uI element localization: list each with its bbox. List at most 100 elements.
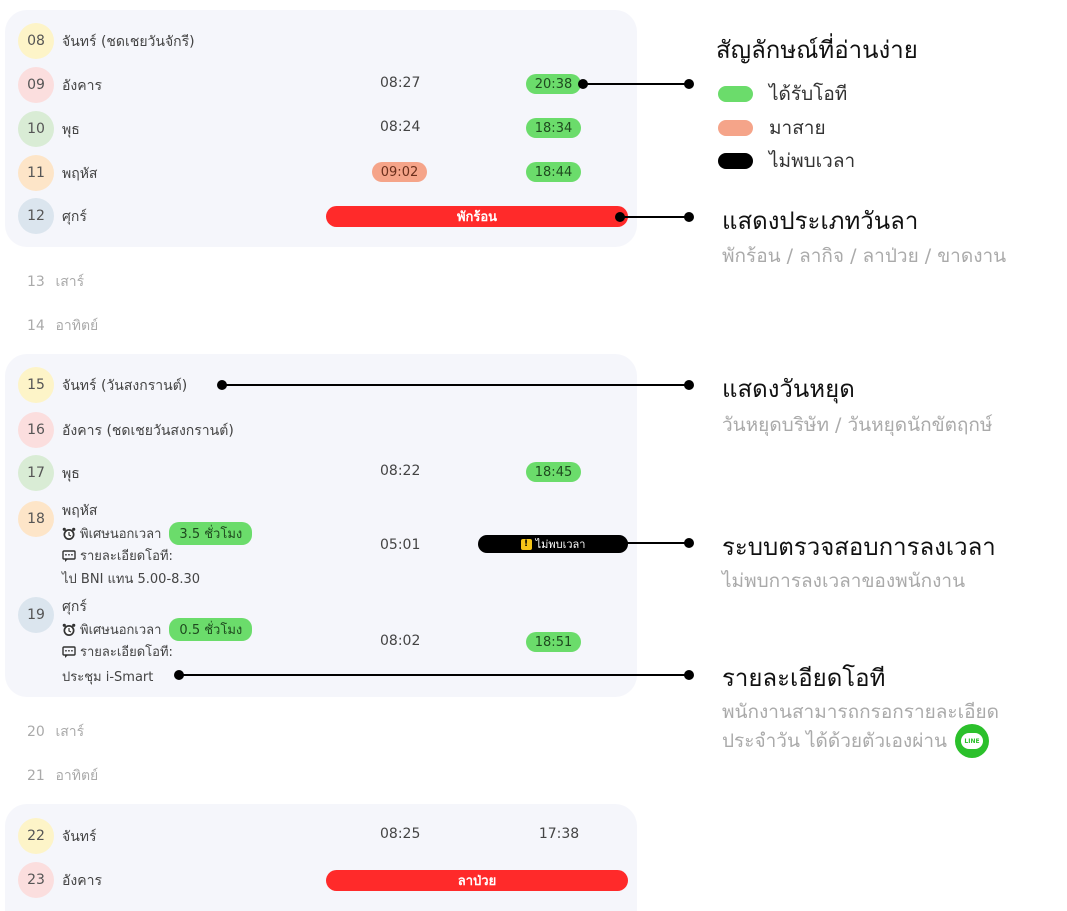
line-app-icon[interactable]: LINE: [955, 724, 989, 758]
day-row-15[interactable]: 15 จันทร์ (วันสงกรานต์): [5, 365, 637, 405]
legend-label: ได้รับโอที: [769, 83, 848, 105]
day-name: พฤหัส: [62, 503, 98, 519]
day-number: 12: [18, 198, 54, 234]
ot-line: พิเศษนอกเวลา 0.5 ชั่วโมง: [62, 618, 253, 641]
time-out-ot-badge: 18:34: [526, 118, 581, 138]
week-card-2: 15 จันทร์ (วันสงกรานต์) 16 อังคาร (ชดเชย…: [5, 354, 637, 697]
annotation-ot-title: รายละเอียดโอที: [722, 664, 886, 692]
time-in: 05:01: [380, 537, 421, 553]
day-name: ศุกร์: [62, 209, 87, 225]
chat-bubble-icon: [62, 645, 76, 659]
legend-label: มาสาย: [769, 117, 826, 139]
day-row-16[interactable]: 16 อังคาร (ชดเชยวันสงกรานต์): [5, 410, 637, 450]
week-card-3: 22 จันทร์ 08:25 17:38 23 อังคาร ลาป่วย: [5, 804, 637, 911]
day-name: เสาร์: [55, 724, 85, 740]
annotation-holiday-title: แสดงวันหยุด: [722, 375, 855, 403]
time-in: 08:02: [380, 633, 421, 649]
annotation-holiday-desc: วันหยุดบริษัท / วันหยุดนักขัตฤกษ์: [722, 414, 993, 436]
day-row-10[interactable]: 10 พุธ 08:24 18:34: [5, 109, 637, 149]
annotation-leave-desc: พักร้อน / ลากิจ / ลาป่วย / ขาดงาน: [722, 245, 1007, 267]
day-number: 08: [18, 23, 54, 59]
time-out-ot-badge: 20:38: [526, 74, 581, 94]
day-row-18[interactable]: 18 พฤหัส พิเศษนอกเวลา 3.5 ชั่วโมง รายละเ…: [5, 500, 637, 590]
day-name: อังคาร (ชดเชยวันสงกรานต์): [62, 423, 234, 439]
time-out: 17:38: [538, 826, 580, 842]
day-row-09[interactable]: 09 อังคาร 08:27 20:38: [5, 65, 637, 105]
legend-swatch-green: [718, 86, 753, 102]
legend-swatch-orange: [718, 120, 753, 136]
day-number: 11: [18, 155, 54, 191]
day-name: พุธ: [62, 466, 80, 482]
ot-hours-badge: 3.5 ชั่วโมง: [169, 522, 253, 545]
warning-icon: !: [520, 538, 532, 550]
day-number: 09: [18, 67, 54, 103]
not-found-bar: ! ไม่พบเวลา: [478, 535, 628, 553]
day-number: 20: [27, 724, 45, 740]
day-number: 15: [18, 367, 54, 403]
not-found-label: ไม่พบเวลา: [535, 538, 586, 551]
legend-item-ot: ได้รับโอที: [718, 79, 847, 109]
alarm-clock-icon: [62, 623, 76, 637]
day-row-11[interactable]: 11 พฤหัส 09:02 18:44: [5, 153, 637, 193]
time-out-ot-badge: 18:45: [526, 462, 581, 482]
day-number: 23: [18, 862, 54, 898]
time-in: 08:24: [380, 119, 421, 135]
ot-detail-line: รายละเอียดโอที:: [62, 641, 173, 662]
time-in-late-badge: 09:02: [372, 162, 427, 182]
line-logo-text: LINE: [961, 733, 983, 749]
ot-detail-label: รายละเอียดโอที:: [80, 645, 173, 660]
ot-label: พิเศษนอกเวลา: [80, 527, 162, 542]
day-number: 10: [18, 111, 54, 147]
day-row-22[interactable]: 22 จันทร์ 08:25 17:38: [5, 816, 637, 856]
day-number: 17: [18, 455, 54, 491]
time-out-ot-badge: 18:44: [526, 162, 581, 182]
time-out-ot-badge: 18:51: [526, 632, 581, 652]
day-number: 21: [27, 768, 45, 784]
legend-title: สัญลักษณ์ที่อ่านง่าย: [716, 36, 918, 64]
day-row-23[interactable]: 23 อังคาร ลาป่วย: [5, 860, 637, 900]
day-row-12[interactable]: 12 ศุกร์ พักร้อน: [5, 196, 637, 236]
ot-line: พิเศษนอกเวลา 3.5 ชั่วโมง: [62, 522, 253, 545]
day-number: 14: [27, 318, 45, 334]
day-name: พุธ: [62, 122, 80, 138]
legend-label: ไม่พบเวลา: [769, 150, 856, 172]
day-row-19[interactable]: 19 ศุกร์ พิเศษนอกเวลา 0.5 ชั่วโมง รายละเ…: [5, 596, 637, 686]
weekend-row-21: 21 อาทิตย์: [27, 765, 98, 787]
week-card-1: 08 จันทร์ (ชดเชยวันจักรี) 09 อังคาร 08:2…: [5, 10, 637, 247]
annotation-ot-desc-1: พนักงานสามารถกรอกรายละเอียด: [722, 701, 999, 723]
ot-hours-badge: 0.5 ชั่วโมง: [169, 618, 253, 641]
day-name: อังคาร: [62, 78, 102, 94]
time-in: 08:25: [380, 826, 421, 842]
day-name: อาทิตย์: [55, 318, 99, 334]
ot-detail-text: ประชุม i-Smart: [62, 670, 154, 685]
annotation-ot-desc-2: ประจำวัน ได้ด้วยตัวเองผ่าน LINE: [722, 724, 989, 758]
day-name: อาทิตย์: [55, 768, 99, 784]
leave-type-bar: ลาป่วย: [326, 870, 628, 891]
day-name: จันทร์: [62, 829, 97, 845]
day-row-08[interactable]: 08 จันทร์ (ชดเชยวันจักรี): [5, 21, 637, 61]
day-number: 18: [18, 501, 54, 537]
day-name: พฤหัส: [62, 166, 98, 182]
annotation-check-title: ระบบตรวจสอบการลงเวลา: [722, 533, 996, 561]
day-name: ศุกร์: [62, 599, 87, 615]
time-in: 08:22: [380, 463, 421, 479]
day-number: 19: [18, 597, 54, 633]
day-row-17[interactable]: 17 พุธ 08:22 18:45: [5, 453, 637, 493]
day-number: 22: [18, 818, 54, 854]
legend-item-late: มาสาย: [718, 113, 826, 143]
time-in: 08:27: [380, 75, 421, 91]
ot-detail-label: รายละเอียดโอที:: [80, 549, 173, 564]
day-number: 13: [27, 274, 45, 290]
day-number: 16: [18, 412, 54, 448]
annotation-check-desc: ไม่พบการลงเวลาของพนักงาน: [722, 570, 966, 592]
chat-bubble-icon: [62, 549, 76, 563]
weekend-row-20: 20 เสาร์: [27, 721, 84, 743]
annotation-leave-title: แสดงประเภทวันลา: [722, 207, 919, 235]
day-name: เสาร์: [55, 274, 85, 290]
leave-type-bar: พักร้อน: [326, 206, 628, 227]
day-name: จันทร์ (วันสงกรานต์): [62, 378, 188, 394]
annotation-ot-desc-2-text: ประจำวัน ได้ด้วยตัวเองผ่าน: [722, 730, 947, 752]
day-name: อังคาร: [62, 873, 102, 889]
ot-detail-text: ไป BNI แทน 5.00-8.30: [62, 572, 201, 587]
